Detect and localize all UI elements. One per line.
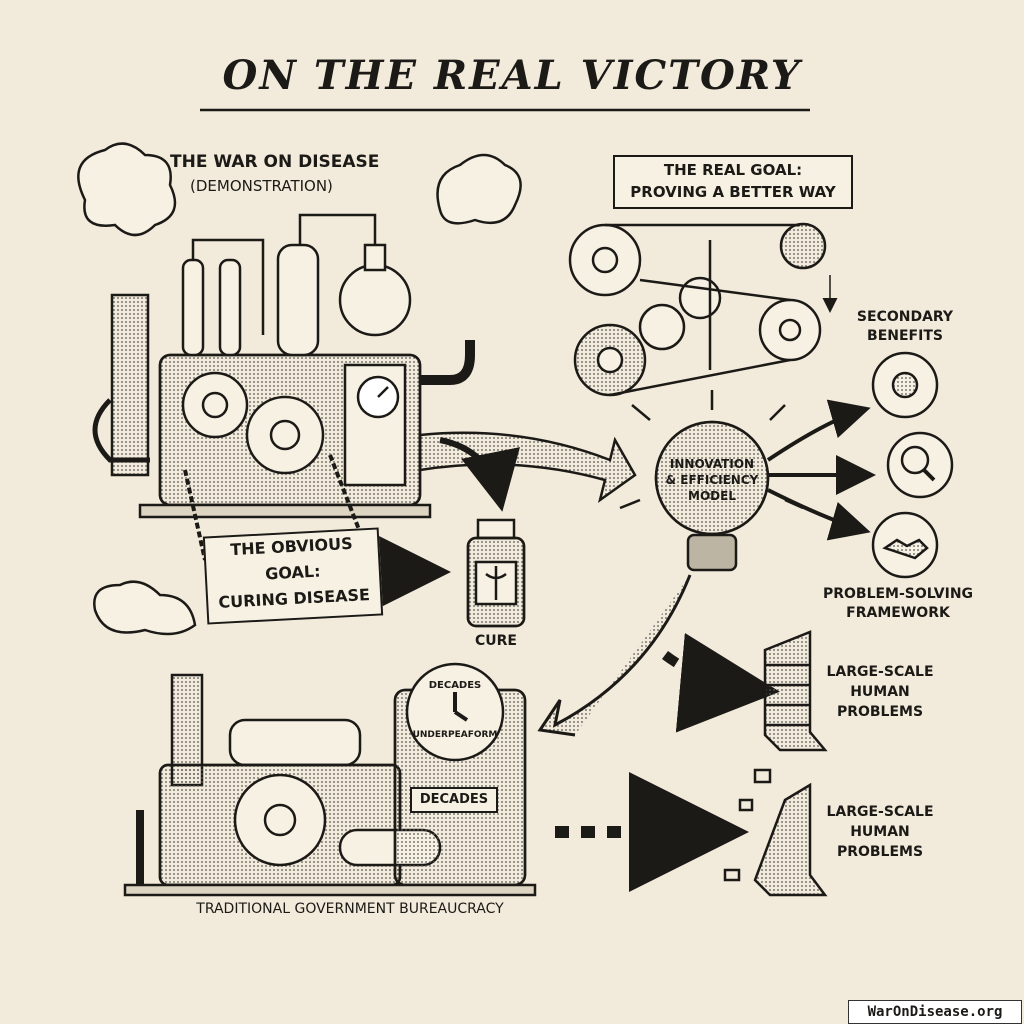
secondary-benefits-label: SECONDARY BENEFITS <box>840 308 970 346</box>
arrow-to-cure <box>439 437 520 512</box>
real-goal-line2: PROVING A BETTER WAY <box>630 183 836 201</box>
problems-2-line1: LARGE-SCALE <box>826 804 934 820</box>
secondary-benefits-line1: SECONDARY <box>856 309 954 325</box>
cure-label: CURE <box>475 633 517 649</box>
bulb-label: INNOVATION & EFFICIENCY MODEL <box>656 456 768 504</box>
cure-bottle <box>466 518 526 628</box>
lightbulb <box>619 390 804 572</box>
framework-line1: PROBLEM-SOLVING <box>822 586 974 602</box>
steam-cloud <box>77 142 177 237</box>
problems-1-line2: HUMAN <box>850 684 910 700</box>
smoke-cloud <box>93 580 197 636</box>
problems-2-line3: PROBLEMS <box>836 844 924 860</box>
bureaucracy-caption: TRADITIONAL GOVERNMENT BUREAUCRACY <box>196 901 504 917</box>
bulb-line1: INNOVATION <box>669 457 755 471</box>
disease-machine <box>77 142 522 561</box>
benefit-arrows <box>766 399 876 541</box>
broken-brick-wall <box>723 768 828 897</box>
war-on-disease-heading: THE WAR ON DISEASE <box>170 152 380 172</box>
decades-plate: DECADES <box>410 787 498 813</box>
real-goal-line1: THE REAL GOAL: <box>663 161 803 179</box>
problems-label-2: LARGE-SCALE HUMAN PROBLEMS <box>820 802 940 862</box>
watermark: WarOnDisease.org <box>848 1000 1022 1024</box>
secondary-benefits-line2: BENEFITS <box>867 328 943 344</box>
obvious-goal-sign: THE OBVIOUS GOAL: CURING DISEASE <box>202 527 384 625</box>
clock-top-text: DECADES <box>428 680 482 691</box>
problems-1-line1: LARGE-SCALE <box>826 664 934 680</box>
arrow-to-bureaucracy <box>537 574 692 737</box>
globe-search-icon <box>886 431 954 499</box>
problems-1-line3: PROBLEMS <box>836 704 924 720</box>
framework-label: PROBLEM-SOLVING FRAMEWORK <box>818 585 978 623</box>
dashed-arrow <box>662 632 780 733</box>
framework-line2: FRAMEWORK <box>846 605 950 621</box>
bulb-line2: & EFFICIENCY <box>665 473 759 487</box>
steam-cloud <box>436 153 522 225</box>
problems-label-1: LARGE-SCALE HUMAN PROBLEMS <box>820 662 940 722</box>
gear-mechanism <box>568 222 838 397</box>
war-on-disease-subheading: (DEMONSTRATION) <box>190 177 333 195</box>
clock-bottom-text: UNDERPEAFORM <box>412 730 498 740</box>
bulb-line3: MODEL <box>688 489 736 503</box>
page-title: ON THE REAL VICTORY <box>222 52 802 99</box>
problems-2-line2: HUMAN <box>850 824 910 840</box>
real-goal-box: THE REAL GOAL: PROVING A BETTER WAY <box>613 155 853 209</box>
brick-wall <box>763 630 828 752</box>
